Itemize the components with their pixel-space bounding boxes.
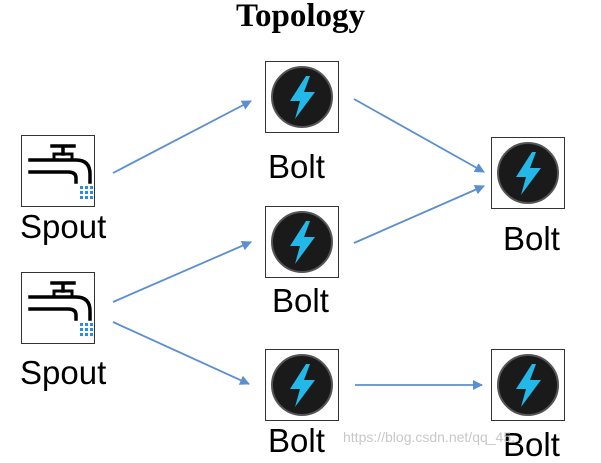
edge-spout1-to-bolt-a — [112, 100, 252, 174]
lightning-bolt-icon — [497, 142, 559, 204]
bolt-label-a: Bolt — [268, 148, 325, 185]
edge-bolt-a-to-bolt-d — [353, 98, 485, 173]
bolt-label-c: Bolt — [268, 422, 325, 459]
lightning-bolt-icon — [271, 354, 333, 416]
bolt-label-d: Bolt — [503, 220, 560, 257]
lightning-bolt-icon — [271, 66, 333, 128]
lightning-bolt-icon — [271, 211, 333, 273]
diagram-title: Topology — [235, 0, 365, 34]
spout-label-1: Spout — [20, 208, 107, 245]
faucet-icon — [28, 144, 93, 199]
bolt-node-e — [491, 349, 565, 421]
bolt-node-b — [265, 206, 339, 278]
lightning-bolt-icon — [497, 354, 559, 416]
bolt-node-c — [265, 349, 339, 421]
bolt-label-e: Bolt — [503, 426, 560, 463]
spout-label-2: Spout — [20, 354, 107, 391]
spout-node-2 — [21, 272, 95, 344]
spout-node-1 — [21, 135, 95, 207]
bolt-label-b: Bolt — [272, 282, 329, 319]
watermark-text: https://blog.csdn.net/qq_45... — [343, 429, 523, 445]
faucet-icon — [28, 281, 93, 336]
edge-spout2-to-bolt-c — [112, 321, 250, 385]
bolt-node-d — [491, 137, 565, 209]
edge-spout2-to-bolt-b — [112, 241, 252, 303]
edge-bolt-b-to-bolt-d — [353, 185, 485, 244]
bolt-node-a — [265, 61, 339, 133]
